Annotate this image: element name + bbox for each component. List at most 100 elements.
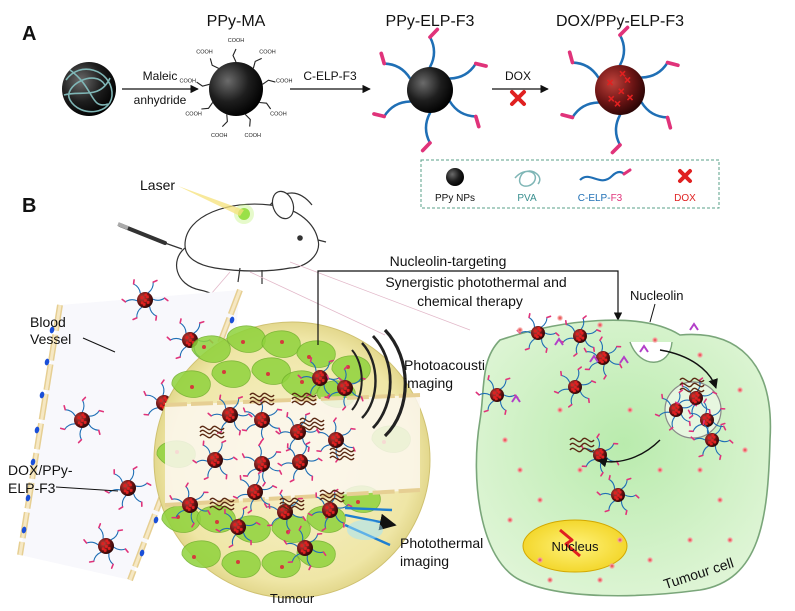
panel-a-letter: A <box>22 23 36 45</box>
heat-squiggle-icon <box>291 392 317 398</box>
cell-nanoparticles <box>475 313 734 516</box>
arrow1-label-line2: anhydride <box>134 93 187 107</box>
internalization-arrow <box>659 349 718 389</box>
nucleus-label: Nucleus <box>552 539 599 554</box>
legend-elp-icon <box>579 170 625 182</box>
cooh-group-label: COOH <box>245 133 262 139</box>
pva-wrapped-particle <box>62 62 116 116</box>
tumour-nanoparticle <box>241 397 283 443</box>
cooh-group-label: COOH <box>196 49 213 55</box>
cell-nanoparticle <box>596 474 640 516</box>
tumour-nanoparticle <box>316 417 356 463</box>
heat-squiggle-icon <box>209 497 235 503</box>
heat-squiggle-icon <box>279 505 305 511</box>
heat-squiggle-icon <box>299 425 325 431</box>
nucleus <box>522 519 628 573</box>
nucleolin-receptor-icon <box>639 344 649 353</box>
targeting-label: Nucleolin-targeting <box>390 253 507 269</box>
nucleolin-receptor-icon <box>589 354 599 363</box>
nucleolin-receptor-icon <box>689 322 699 331</box>
ppy-ma-title: PPy-MA <box>207 13 266 30</box>
cooh-group-label: COOH <box>276 78 293 84</box>
heat-squiggle-icon <box>209 505 235 511</box>
tumour-nanoparticle <box>207 394 253 436</box>
heat-squiggle-icon <box>291 396 317 402</box>
legend-dox-label: DOX <box>674 193 696 204</box>
synergy-label-line1: Synergistic photothermal and <box>385 274 566 290</box>
blood-vessel-label-line2: Vessel <box>30 331 71 347</box>
heat-squiggle-icon <box>569 442 595 448</box>
dox-ppy-elp-f3-particle <box>560 25 680 155</box>
ppy-elp-f3-title: PPy-ELP-F3 <box>386 13 475 30</box>
tumour-nanoparticle <box>232 470 278 514</box>
heat-squiggle-icon <box>679 382 705 388</box>
heat-squiggle-icon <box>299 417 325 423</box>
legend-dox-icon <box>678 169 692 183</box>
released-dox-dots <box>501 314 749 584</box>
nucleolin-receptor-icon <box>511 394 521 403</box>
syringe-icon <box>117 222 183 250</box>
ppy-elp-f3-np <box>372 27 488 153</box>
tumour-nanoparticle <box>277 441 323 483</box>
tumour-nanoparticle <box>169 482 211 528</box>
dox-np-label-line1: DOX/PPy- <box>8 462 73 478</box>
release-arrow <box>597 439 661 468</box>
heat-squiggle-icon <box>249 396 275 402</box>
heat-squiggle-icon <box>569 437 595 443</box>
photoacoustic-label-line1: Photoacoustic <box>404 357 492 373</box>
heat-squiggle-icon <box>199 425 225 431</box>
tumour-nanoparticle <box>263 489 307 535</box>
photoacoustic-label-line2: imaging <box>404 375 453 391</box>
tumour-cells <box>156 325 411 578</box>
photoacoustic-waves-icon <box>351 328 407 438</box>
dox-cross-icon <box>510 90 526 106</box>
tumour-label: Tumour <box>270 591 315 606</box>
cell-nanoparticle <box>558 315 602 357</box>
heat-squiggle-icon <box>569 447 595 453</box>
tumour-nanoparticles <box>169 357 366 571</box>
cooh-group-label: COOH <box>270 112 287 118</box>
tumour-nanoparticle <box>215 506 261 548</box>
heat-squiggle-icon <box>319 493 345 499</box>
heat-squiggle-icon <box>199 433 225 439</box>
tumour-nanoparticle <box>307 488 353 532</box>
legend: PPy NPs PVA C-ELP-F3 DOX <box>420 159 720 209</box>
heat-squiggle-icon <box>319 497 345 503</box>
legend-elp-label: C-ELP-F3 <box>578 193 623 204</box>
targeting-bracket-arrow <box>317 270 623 345</box>
heat-squiggle-icon <box>329 455 355 461</box>
arrow1-label-line1: Maleic <box>143 69 178 83</box>
vessel-nanoparticle <box>121 279 169 321</box>
laser-label: Laser <box>140 177 175 193</box>
tumour-nanoparticle <box>192 440 238 480</box>
heat-squiggle-icon <box>209 501 235 507</box>
damage-bolt-icon <box>559 528 581 558</box>
legend-pva-label: PVA <box>517 193 537 204</box>
tumour-nanoparticle <box>275 411 321 453</box>
ppy-elp-f3-particle <box>372 27 488 153</box>
heat-squiggle-icon <box>291 400 317 406</box>
synergy-label-line2: chemical therapy <box>417 293 523 309</box>
vessel-nanoparticle <box>59 396 105 444</box>
arrow3-label: DOX <box>505 69 531 83</box>
heat-squiggle-icon <box>329 451 355 457</box>
heat-squiggle-icon <box>319 489 345 495</box>
heat-squiggle-icon <box>249 392 275 398</box>
cooh-group-label: COOH <box>179 78 196 84</box>
legend-ppy-icon <box>446 168 464 186</box>
photothermal-label-line1: Photothermal <box>400 535 483 551</box>
endocytic-pit <box>629 341 673 363</box>
heat-squiggle-icon <box>199 429 225 435</box>
heat-squiggle-icon <box>249 400 275 406</box>
dox-np <box>560 25 680 155</box>
vessel-nanoparticle <box>83 523 129 569</box>
blood-vessel-label-line1: Blood <box>30 314 66 330</box>
cooh-group-label: COOH <box>211 133 228 139</box>
cell-nanoparticle <box>690 419 734 461</box>
tumour-nanoparticle <box>297 357 343 399</box>
heat-squiggle-icon <box>679 387 705 393</box>
heat-squiggle-icon <box>299 421 325 427</box>
cell-nanoparticle <box>674 377 718 419</box>
